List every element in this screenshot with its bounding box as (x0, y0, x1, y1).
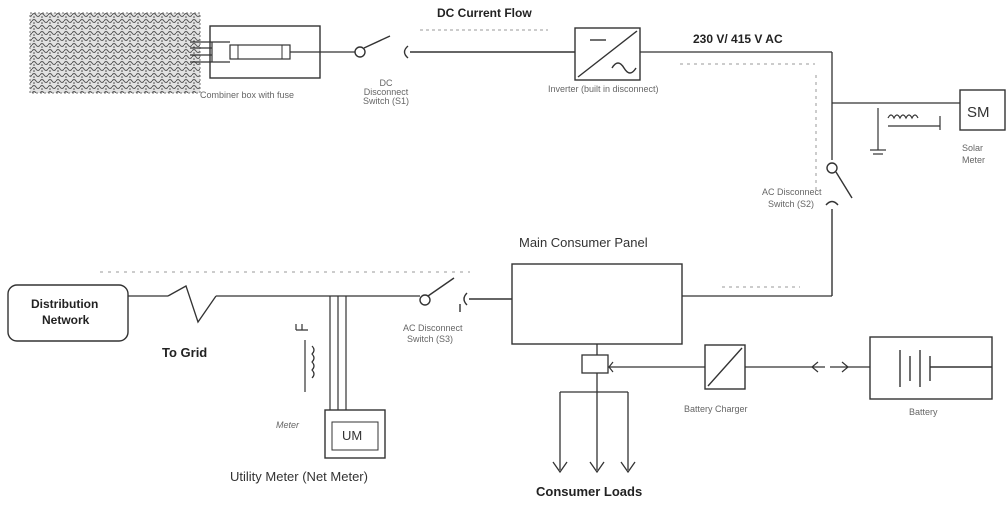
ac-disconnect-s3-label-2: Switch (S3) (407, 334, 454, 344)
consumer-loads-label: Consumer Loads (536, 484, 643, 499)
dc-disconnect-label: DC Disconnect Switch (S1) (362, 78, 409, 106)
distribution-network-label-2: Network (42, 313, 90, 327)
inverter-icon (574, 27, 641, 81)
solar-meter-ct-icon (870, 108, 941, 155)
utility-meter-label: Utility Meter (Net Meter) (230, 469, 368, 484)
solar-meter-icon (959, 89, 1006, 131)
dc-current-flow-label: DC Current Flow (437, 6, 532, 20)
battery-charger-icon (704, 344, 746, 390)
main-panel-label: Main Consumer Panel (519, 235, 648, 250)
ac-voltage-label: 230 V/ 415 V AC (693, 32, 783, 46)
ac-disconnect-s2-label-1: AC Disconnect (762, 187, 822, 197)
load-arrows-icon (552, 461, 636, 474)
solar-meter-label-1: Solar (962, 143, 984, 153)
ac-disconnect-s2-label-2: Switch (S2) (768, 199, 815, 209)
ac-disconnect-s3-icon (419, 277, 512, 312)
utility-meter-code: UM (342, 428, 363, 443)
ac-disconnect-s2-icon (825, 162, 853, 296)
dc-disconnect-switch-icon (354, 35, 575, 59)
load-breaker-icon (581, 354, 609, 374)
inverter-label: Inverter (built in disconnect) (548, 84, 659, 94)
solar-meter-code: SM (967, 104, 990, 121)
meter-small-label: Meter (276, 420, 300, 430)
battery-charger-label: Battery Charger (684, 404, 748, 414)
combiner-box-label: Combiner box with fuse (200, 90, 295, 100)
grid-connection-symbol (167, 285, 217, 324)
battery-icon (869, 336, 993, 400)
main-consumer-panel (511, 263, 683, 345)
battery-label: Battery (909, 407, 938, 417)
utility-meter-icon (324, 409, 386, 459)
distribution-network-label-1: Distribution (31, 297, 99, 311)
distribution-network-box (7, 284, 129, 342)
solar-panel (29, 12, 201, 94)
combiner-fuse-icon (229, 44, 291, 60)
ac-disconnect-s3-label-1: AC Disconnect (403, 323, 463, 333)
solar-meter-label-2: Meter (962, 155, 986, 165)
to-grid-label: To Grid (162, 345, 208, 360)
